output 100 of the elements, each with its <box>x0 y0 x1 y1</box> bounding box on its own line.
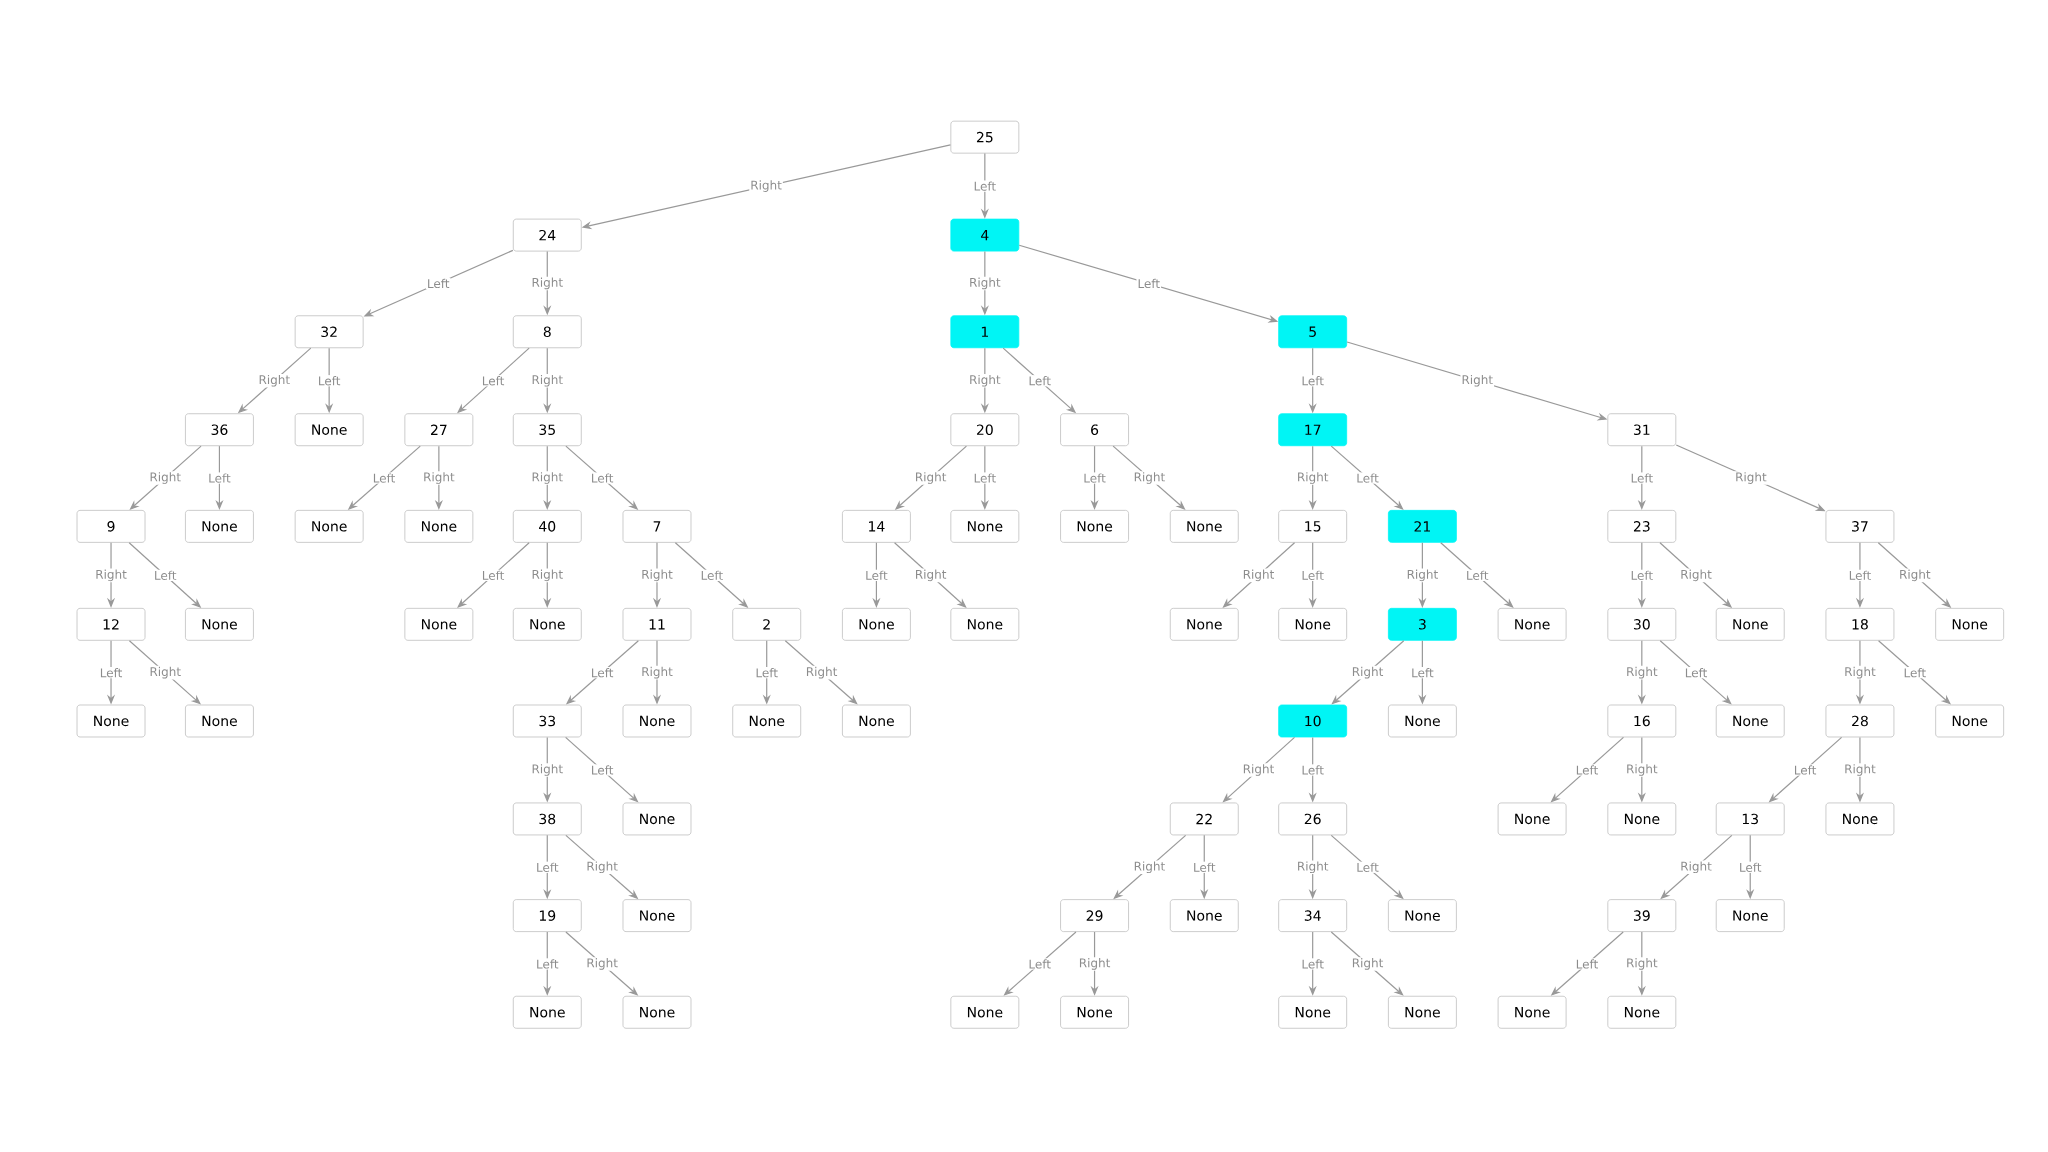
node-box: None <box>622 802 692 836</box>
node-box: None <box>404 509 474 543</box>
node-box: None <box>950 995 1020 1029</box>
edge-label: Left <box>207 472 232 484</box>
edge-label: Right <box>1843 665 1877 680</box>
edge-label: Left <box>1027 375 1052 387</box>
edge-label: Left <box>425 277 451 290</box>
edge-label: Right <box>804 665 839 680</box>
arrow <box>1330 445 1404 510</box>
edge-label: Right <box>530 763 565 777</box>
edge-label: Left <box>1191 861 1217 873</box>
edge-label: Left <box>1300 764 1325 776</box>
edge-label: Left <box>589 472 615 484</box>
edge-label: Left <box>480 569 506 581</box>
edge-label: Left <box>1629 569 1655 581</box>
edge-label: Right <box>1132 860 1167 875</box>
node-box: 19 <box>512 899 582 932</box>
edge-label: Left <box>972 472 998 484</box>
node-box: 25 <box>950 120 1020 154</box>
node-box: None <box>185 607 254 641</box>
node-box: None <box>76 704 146 738</box>
edge-label: Left <box>699 569 725 581</box>
edge-label: Left <box>1629 472 1655 484</box>
node-box: None <box>512 995 582 1029</box>
edge-label: Left <box>864 569 889 581</box>
node-box: 18 <box>1825 607 1895 641</box>
edge-label: Right <box>1350 665 1385 680</box>
edge-label: Left <box>98 667 124 679</box>
edge-label: Right <box>1241 763 1276 777</box>
edge-label: Right <box>913 471 948 485</box>
edge-label: Left <box>1464 569 1490 581</box>
edge-label: Right <box>1679 568 1713 583</box>
edge-label: Left <box>1574 958 1600 970</box>
node-box: None <box>1825 802 1895 836</box>
node-box: 12 <box>76 607 146 641</box>
highlighted-node-box: 3 <box>1388 607 1457 641</box>
node-box: None <box>1169 509 1239 543</box>
node-box: None <box>1935 607 2005 641</box>
node-box: None <box>1607 995 1677 1029</box>
node-box: None <box>1497 607 1567 641</box>
edge-label: Left <box>371 472 397 484</box>
node-box: 23 <box>1607 509 1677 543</box>
edge-label: Left <box>754 667 779 679</box>
edge-label: Right <box>585 957 619 971</box>
highlighted-node-box: 17 <box>1278 413 1348 447</box>
edge-label: Left <box>1355 861 1380 873</box>
node-box: 15 <box>1278 509 1348 543</box>
highlighted-node-box: 21 <box>1388 509 1457 543</box>
edge-label: Right <box>1350 957 1385 971</box>
node-box: None <box>185 509 254 543</box>
node-box: None <box>1278 607 1348 641</box>
edge-label: Right <box>257 373 292 388</box>
node-box: None <box>1388 704 1457 738</box>
edge-label: Right <box>422 471 456 485</box>
node-box: 16 <box>1607 704 1677 738</box>
edge-label: Right <box>968 373 1002 388</box>
node-box: 33 <box>512 704 582 738</box>
edge-label: Right <box>640 665 674 680</box>
node-box: None <box>1388 995 1457 1029</box>
arrow <box>784 640 858 705</box>
node-box: None <box>1715 607 1785 641</box>
highlighted-node-box: 10 <box>1278 704 1348 738</box>
node-box: None <box>404 607 474 641</box>
node-box: 39 <box>1607 899 1677 932</box>
node-box: None <box>1169 899 1239 932</box>
node-box: 35 <box>512 413 582 447</box>
node-box: None <box>1060 995 1129 1029</box>
edge-label: Right <box>640 568 674 583</box>
edge-label: Right <box>968 276 1002 291</box>
edge-label: Left <box>1027 958 1052 970</box>
edge-label: Right <box>1625 665 1659 680</box>
node-box: None <box>1715 899 1785 932</box>
node-box: 32 <box>294 315 364 349</box>
node-box: None <box>1607 802 1677 836</box>
edge-label: Right <box>1898 568 1932 583</box>
edge-label: Left <box>1792 764 1818 776</box>
edge-label: Right <box>148 665 183 680</box>
node-box: None <box>622 899 692 932</box>
node-box: 6 <box>1060 413 1129 447</box>
node-box: 22 <box>1169 802 1239 836</box>
arrow <box>1440 542 1514 608</box>
node-box: 7 <box>622 509 692 543</box>
edge-label: Right <box>1241 568 1276 583</box>
edge-label: Left <box>1355 472 1380 484</box>
node-box: None <box>950 607 1020 641</box>
node-box: None <box>950 509 1020 543</box>
node-box: 14 <box>842 509 911 543</box>
node-box: None <box>622 995 692 1029</box>
edge-label: Left <box>1847 569 1873 581</box>
node-box: 37 <box>1825 509 1895 543</box>
edge-label: Left <box>589 764 615 776</box>
edge-label: Left <box>1683 667 1709 679</box>
arrow <box>1659 640 1732 705</box>
highlighted-node-box: 1 <box>950 315 1020 349</box>
node-box: 24 <box>512 218 582 252</box>
edge-label: Right <box>1734 471 1768 485</box>
node-box: None <box>1388 899 1457 932</box>
edge-label: Right <box>1405 568 1440 583</box>
node-box: None <box>512 607 582 641</box>
highlighted-node-box: 5 <box>1278 315 1348 349</box>
